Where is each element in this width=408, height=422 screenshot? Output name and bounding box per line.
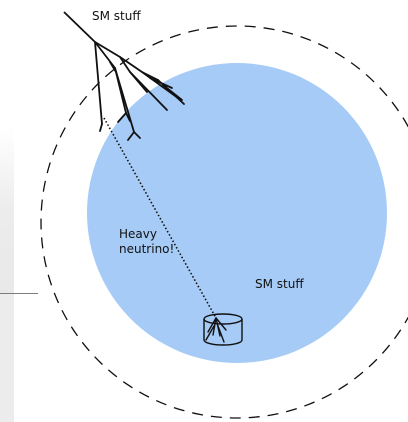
top-shower-label: SM stuff — [92, 9, 141, 23]
atmosphere-dashed-circle — [40, 25, 408, 419]
earth-disk — [87, 63, 387, 363]
detector-shower-label: SM stuff — [255, 277, 304, 291]
neutrino-path — [103, 117, 217, 319]
neutrino-label-line2: neutrino! — [119, 242, 174, 256]
left-panel-rule — [0, 293, 38, 294]
detector-icon — [203, 313, 243, 346]
neutrino-label-line1: Heavy — [119, 227, 157, 241]
incoming-cosmic-ray — [63, 11, 96, 43]
top-shower — [94, 41, 185, 141]
left-panel-lower — [0, 294, 14, 422]
